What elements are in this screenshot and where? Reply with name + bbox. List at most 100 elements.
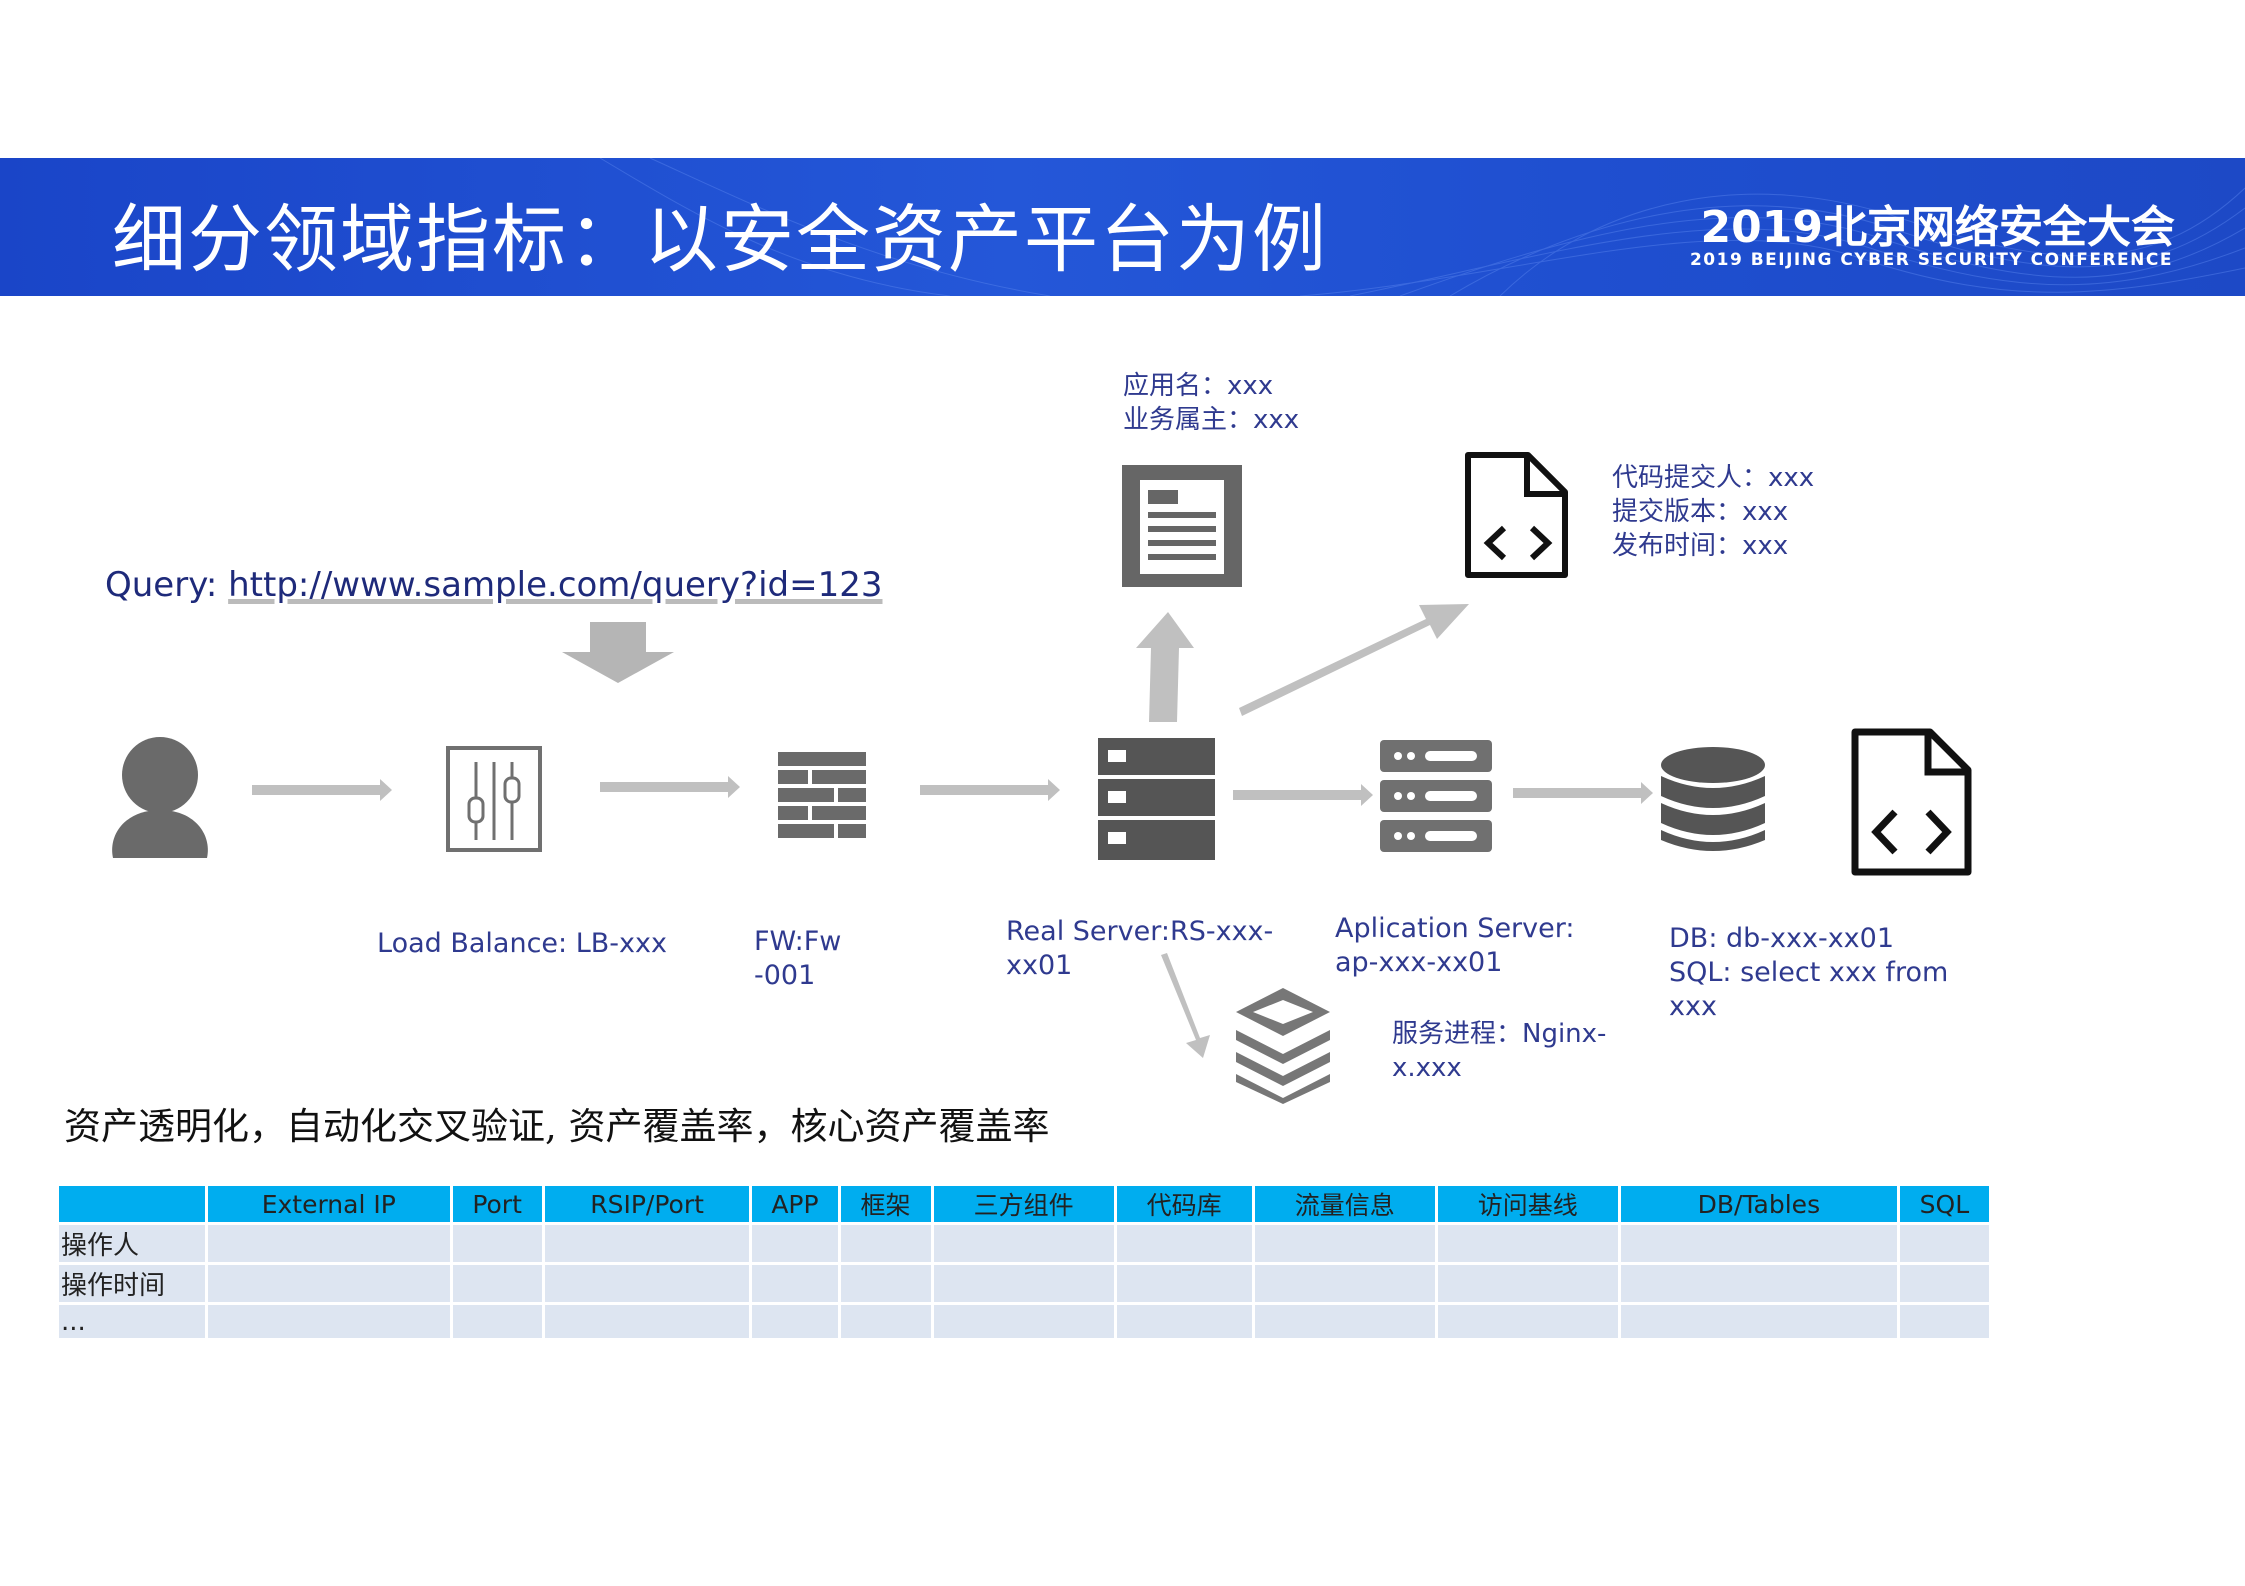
table-cell [1116, 1265, 1252, 1302]
table-cell [933, 1225, 1114, 1262]
table-cell [1437, 1305, 1618, 1338]
app-server-label-line2: ap-xxx-xx01 [1335, 947, 1503, 978]
arrow-user-to-lb [252, 779, 392, 801]
table-cell [752, 1265, 838, 1302]
table-cell [1620, 1265, 1897, 1302]
query-label: Query: [105, 565, 229, 605]
code-file-label: 代码提交人：xxx 提交版本：xxx 发布时间：xxx [1612, 461, 1814, 563]
arrow-fw-to-rs [920, 779, 1060, 801]
table-header-cell: 框架 [840, 1186, 931, 1222]
lb-label: Load Balance: LB-xxx [377, 928, 667, 959]
app-doc-label-line2: 业务属主：xxx [1123, 405, 1300, 435]
db-label-line1: DB: db-xxx-xx01 [1669, 923, 1895, 954]
table-cell [840, 1225, 931, 1262]
rs-label: Real Server:RS-xxx- xx01 [1006, 915, 1273, 983]
document-icon [1122, 465, 1242, 587]
table-header-cell: 代码库 [1116, 1186, 1252, 1222]
code-file-icon [1851, 728, 1972, 876]
rs-label-line1: Real Server:RS-xxx- [1006, 916, 1274, 947]
table-cell [208, 1265, 450, 1302]
table-cell [452, 1265, 542, 1302]
table-header-cell: 访问基线 [1437, 1186, 1618, 1222]
conference-name: 2019北京网络安全大会 [1700, 202, 2175, 253]
app-server-icon [1380, 740, 1492, 852]
database-icon [1661, 747, 1765, 851]
table-header-cell: DB/Tables [1620, 1186, 1897, 1222]
table-header-cell: SQL [1899, 1186, 1989, 1222]
table-cell [544, 1305, 750, 1338]
table-cell [1620, 1305, 1897, 1338]
user-icon [112, 737, 208, 858]
code-file-label-line3: 发布时间：xxx [1612, 531, 1789, 561]
table-cell [752, 1225, 838, 1262]
header-banner: 细分领域指标：以安全资产平台为例 2019北京网络安全大会 2019 BEIJI… [0, 158, 2245, 296]
rs-label-line2: xx01 [1006, 950, 1073, 981]
down-arrow [562, 622, 674, 683]
table-cell [1116, 1225, 1252, 1262]
page-title: 细分领域指标：以安全资产平台为例 [112, 197, 1328, 283]
table-cell [544, 1265, 750, 1302]
table-cell [1620, 1225, 1897, 1262]
db-label-line2: SQL: select xxx from [1669, 957, 1949, 988]
table-header-row: External IP Port RSIP/Port APP 框架 三方组件 代… [59, 1186, 1989, 1222]
table-cell [840, 1305, 931, 1338]
table-header-cell: 三方组件 [933, 1186, 1114, 1222]
table-cell [452, 1225, 542, 1262]
asset-table: External IP Port RSIP/Port APP 框架 三方组件 代… [56, 1183, 1992, 1341]
table-cell [1254, 1305, 1435, 1338]
table-header-cell [59, 1186, 205, 1222]
table-header-cell: Port [452, 1186, 542, 1222]
table-header-cell: APP [752, 1186, 838, 1222]
table-cell [1254, 1265, 1435, 1302]
arrow-rs-to-doc [1136, 612, 1194, 722]
table-cell [933, 1265, 1114, 1302]
table-cell [208, 1305, 450, 1338]
arrow-rs-to-service [1161, 953, 1210, 1058]
table-cell [840, 1265, 931, 1302]
table-header-cell: External IP [208, 1186, 450, 1222]
sliders-icon [446, 746, 542, 852]
server-icon [1098, 738, 1215, 860]
arrow-rs-to-code [1239, 604, 1469, 716]
banner-wave-pattern [599, 158, 2245, 296]
service-label-line2: x.xxx [1392, 1053, 1462, 1083]
fw-label: FW:Fw -001 [754, 925, 841, 993]
arrow-rs-to-app [1233, 784, 1373, 806]
table-cell [544, 1225, 750, 1262]
row-label: ... [59, 1305, 205, 1338]
arrow-lb-to-fw [600, 776, 740, 798]
table-cell [452, 1305, 542, 1338]
table-header-cell: 流量信息 [1254, 1186, 1435, 1222]
table-cell [1437, 1225, 1618, 1262]
table-cell [1899, 1265, 1989, 1302]
code-file-label-line2: 提交版本：xxx [1612, 497, 1789, 527]
app-doc-label: 应用名：xxx 业务属主：xxx [1123, 369, 1299, 437]
table-cell [752, 1305, 838, 1338]
table-cell [933, 1305, 1114, 1338]
db-label: DB: db-xxx-xx01 SQL: select xxx from xxx [1669, 922, 1948, 1024]
db-label-line3: xxx [1669, 991, 1717, 1022]
query-url-link[interactable]: http://www.sample.com/query?id=123 [228, 565, 883, 605]
conference-name-en: 2019 BEIJING CYBER SECURITY CONFERENCE [1689, 250, 2173, 270]
table-cell [1437, 1265, 1618, 1302]
app-server-label: Aplication Server: ap-xxx-xx01 [1335, 912, 1574, 980]
arrow-app-to-db [1513, 782, 1653, 804]
service-label-line1: 服务进程：Nginx- [1392, 1019, 1607, 1049]
table-header-cell: RSIP/Port [544, 1186, 750, 1222]
table-cell [208, 1225, 450, 1262]
app-server-label-line1: Aplication Server: [1335, 913, 1575, 944]
service-label: 服务进程：Nginx- x.xxx [1392, 1017, 1606, 1085]
app-doc-label-line1: 应用名：xxx [1123, 371, 1274, 401]
row-label: 操作时间 [59, 1265, 205, 1302]
code-file-icon-top [1465, 452, 1568, 578]
table-cell [1116, 1305, 1252, 1338]
table-row: 操作人 [59, 1225, 1989, 1262]
query-line: Query: http://www.sample.com/query?id=12… [105, 565, 883, 605]
summary-text: 资产透明化，自动化交叉验证, 资产覆盖率，核心资产覆盖率 [64, 1105, 1050, 1148]
code-file-label-line1: 代码提交人：xxx [1612, 463, 1815, 493]
table-cell [1254, 1225, 1435, 1262]
table-cell [1899, 1225, 1989, 1262]
row-label: 操作人 [59, 1225, 205, 1262]
firewall-icon [778, 752, 866, 838]
